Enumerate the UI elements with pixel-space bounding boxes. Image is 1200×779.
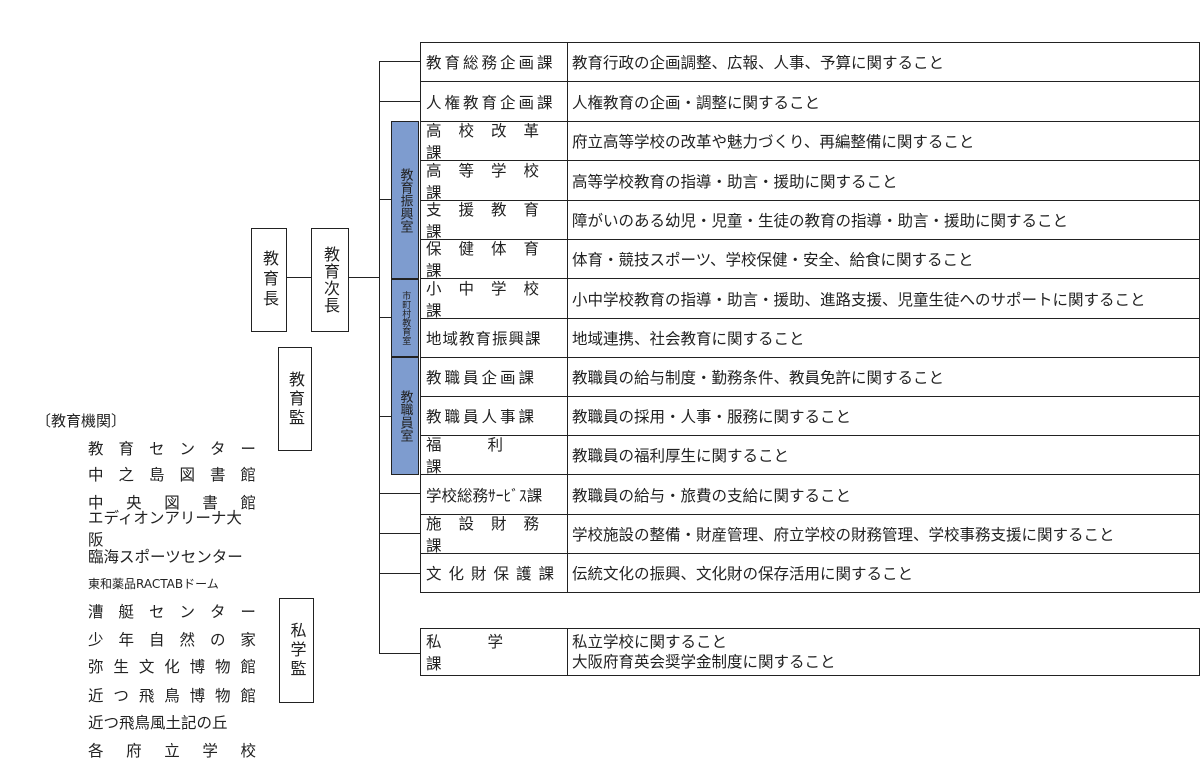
division-desc: 教職員の給与・旅費の支給に関すること [572,486,852,505]
private-division-desc-line2: 大阪府育英会奨学金制度に関すること [572,653,836,671]
connector-branch-1 [379,61,421,62]
division-desc: 教育行政の企画調整、広報、人事、予算に関すること [572,53,945,72]
division-name: 教育総務企画課 [420,42,568,81]
institution-item: 近つ飛鳥風土記の丘 [88,714,228,732]
institution-item: 少年自然の家 [88,631,256,649]
connector-branch-service [379,493,421,494]
division-desc: 伝統文化の振興、文化財の保存活用に関すること [572,565,914,583]
division-row: 学校総務ｻｰﾋﾞｽ課 教職員の給与・旅費の支給に関すること [420,475,1200,515]
division-row: 支援教育課 障がいのある幼児・児童・生徒の教育の指導・助言・援助に関すること [420,200,1200,241]
connector-trunk-vertical [379,61,380,654]
division-row: 教職員企画課 教職員の給与制度・勤務条件、教員免許に関すること [420,357,1200,397]
deputy-label: 教育次長 [321,246,340,314]
division-row: 文化財保護課 伝統文化の振興、文化財の保存活用に関すること [420,553,1200,593]
division-desc: 小中学校教育の指導・助言・援助、進路支援、児童生徒へのサポートに関すること [572,290,1146,309]
institution-item: 教育センター [88,440,256,458]
division-name: 施設財務課 [420,514,568,555]
division-desc: 教職員の福利厚生に関すること [572,446,790,465]
private-division-name: 私学課 [420,628,568,676]
office-education-promotion-label: 教育振興室 [397,167,413,233]
division-row: 保健体育課 体育・競技スポーツ、学校保健・安全、給食に関すること [420,239,1200,280]
superintendent-box: 教育長 [251,228,287,332]
division-desc: 地域連携、社会教育に関すること [572,329,805,348]
division-row: 教育総務企画課 教育行政の企画調整、広報、人事、予算に関すること [420,42,1200,82]
division-name: 支援教育課 [420,200,568,241]
private-division-row: 私学課 私立学校に関すること 大阪府育英会奨学金制度に関すること [420,628,1200,676]
office-education-promotion: 教育振興室 [391,121,419,279]
division-name: 小中学校課 [420,279,568,320]
connector-branch-facility [379,533,421,534]
division-name: 地域教育振興課 [420,318,568,357]
division-desc: 人権教育の企画・調整に関すること [572,93,821,112]
division-name: 学校総務ｻｰﾋﾞｽ課 [420,475,568,514]
office-municipal-education-label: 市町村教育室 [400,291,411,345]
connector-branch-municipal [379,317,391,318]
institution-item: 中央図書館 [88,494,256,512]
deputy-box: 教育次長 [311,228,349,332]
division-desc: 高等学校教育の指導・助言・援助に関すること [572,172,898,191]
connector-branch-promotion [379,199,391,200]
connector-deputy-trunk [348,277,379,278]
division-desc: 教職員の採用・人事・服務に関すること [572,407,852,426]
division-row: 小中学校課 小中学校教育の指導・助言・援助、進路支援、児童生徒へのサポートに関す… [420,279,1200,320]
division-name: 教職員人事課 [420,396,568,435]
private-division-desc-line1: 私立学校に関すること [572,633,728,651]
private-division-desc: 私立学校に関すること 大阪府育英会奨学金制度に関すること [568,632,836,672]
division-name: 保健体育課 [420,239,568,280]
education-inspector-label: 教育監 [286,370,305,428]
private-inspector-label: 私学監 [287,622,307,679]
private-division-box [420,628,1200,676]
division-table [420,42,1200,593]
division-row: 高校改革課 府立高等学校の改革や魅力づくり、再編整備に関すること [420,121,1200,162]
division-desc: 体育・競技スポーツ、学校保健・安全、給食に関すること [572,250,974,269]
division-desc: 学校施設の整備・財産管理、府立学校の財務管理、学校事務支援に関すること [572,525,1115,544]
connector-branch-private [379,653,421,654]
division-row: 地域教育振興課 地域連携、社会教育に関すること [420,318,1200,358]
institution-item: エディオンアリーナ大阪 [88,509,242,549]
institution-item: 弥生文化博物館 [88,658,256,676]
connector-superintendent-deputy [286,277,312,278]
institution-item: 中之島図書館 [88,466,256,484]
division-row: 施設財務課 学校施設の整備・財産管理、府立学校の財務管理、学校事務支援に関するこ… [420,514,1200,555]
private-inspector-box: 私学監 [279,598,314,703]
division-name: 高等学校課 [420,161,568,202]
connector-branch-2 [379,101,421,102]
institution-item: 漕艇センター [88,603,256,621]
institution-item: 各府立学校 [88,742,256,760]
institution-item: 臨海スポーツセンター [88,548,243,566]
division-name: 高校改革課 [420,121,568,162]
education-inspector-box: 教育監 [278,347,312,451]
division-desc: 教職員の給与制度・勤務条件、教員免許に関すること [572,368,945,387]
institution-item: 東和薬品RACTABドーム [88,576,219,591]
connector-branch-staff [379,416,391,417]
institution-item: 近つ飛鳥博物館 [88,687,256,705]
division-desc: 府立高等学校の改革や魅力づくり、再編整備に関すること [572,132,975,151]
institutions-title: 〔教育機関〕 [36,412,127,430]
office-staff-label: 教職員室 [397,390,413,442]
division-name: 人権教育企画課 [420,82,568,121]
superintendent-label: 教育長 [260,250,279,310]
division-row: 人権教育企画課 人権教育の企画・調整に関すること [420,82,1200,122]
division-name: 文化財保護課 [420,553,568,593]
office-staff: 教職員室 [391,357,419,475]
connector-branch-culture [379,573,421,574]
division-row: 高等学校課 高等学校教育の指導・助言・援助に関すること [420,161,1200,202]
division-desc: 障がいのある幼児・児童・生徒の教育の指導・助言・援助に関すること [572,211,1069,230]
division-row: 福利課 教職員の福利厚生に関すること [420,435,1200,476]
division-row: 教職員人事課 教職員の採用・人事・服務に関すること [420,396,1200,436]
division-name: 教職員企画課 [420,357,568,396]
division-name: 福利課 [420,435,568,476]
office-municipal-education: 市町村教育室 [391,279,419,357]
